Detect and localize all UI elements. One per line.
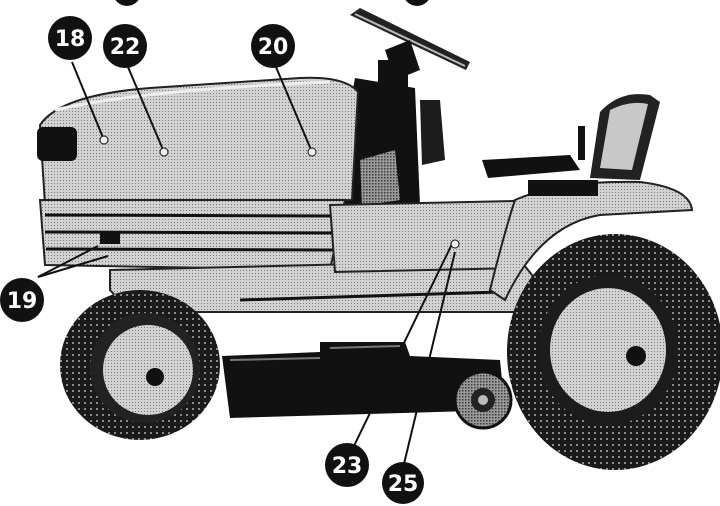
front-grille: [38, 199, 347, 272]
partial-callout-right: [405, 0, 429, 6]
seat: [482, 94, 660, 196]
callout-19: 19: [0, 278, 44, 322]
callout-25: 25: [382, 462, 424, 504]
callout-circle: [325, 443, 369, 487]
hood: [37, 76, 360, 207]
callout-label-20: 20: [258, 35, 289, 60]
dashboard: [340, 78, 445, 212]
gauge-wheel: [453, 370, 513, 430]
rear-wheel: [507, 234, 720, 470]
callout-22: 22: [103, 24, 147, 68]
callout-18: 18: [48, 16, 92, 60]
callout-label-18: 18: [55, 27, 86, 52]
callout-circle: [382, 462, 424, 504]
callout-circle: [103, 24, 147, 68]
partial-callout-left: [115, 0, 139, 6]
leader-lines: [37, 59, 456, 469]
leader-dots: [99, 135, 460, 249]
callout-circle: [251, 24, 295, 68]
headlight: [37, 127, 77, 161]
callout-circle: [0, 278, 44, 322]
callout-label-22: 22: [110, 35, 141, 60]
callout-label-19: 19: [7, 289, 38, 314]
mower-deck: [222, 342, 505, 418]
callout-23: 23: [325, 443, 369, 487]
callout-20: 20: [251, 24, 295, 68]
callout-label-23: 23: [332, 454, 363, 479]
front-wheel: [60, 290, 220, 440]
callout-label-25: 25: [388, 472, 419, 497]
callout-circle: [48, 16, 92, 60]
